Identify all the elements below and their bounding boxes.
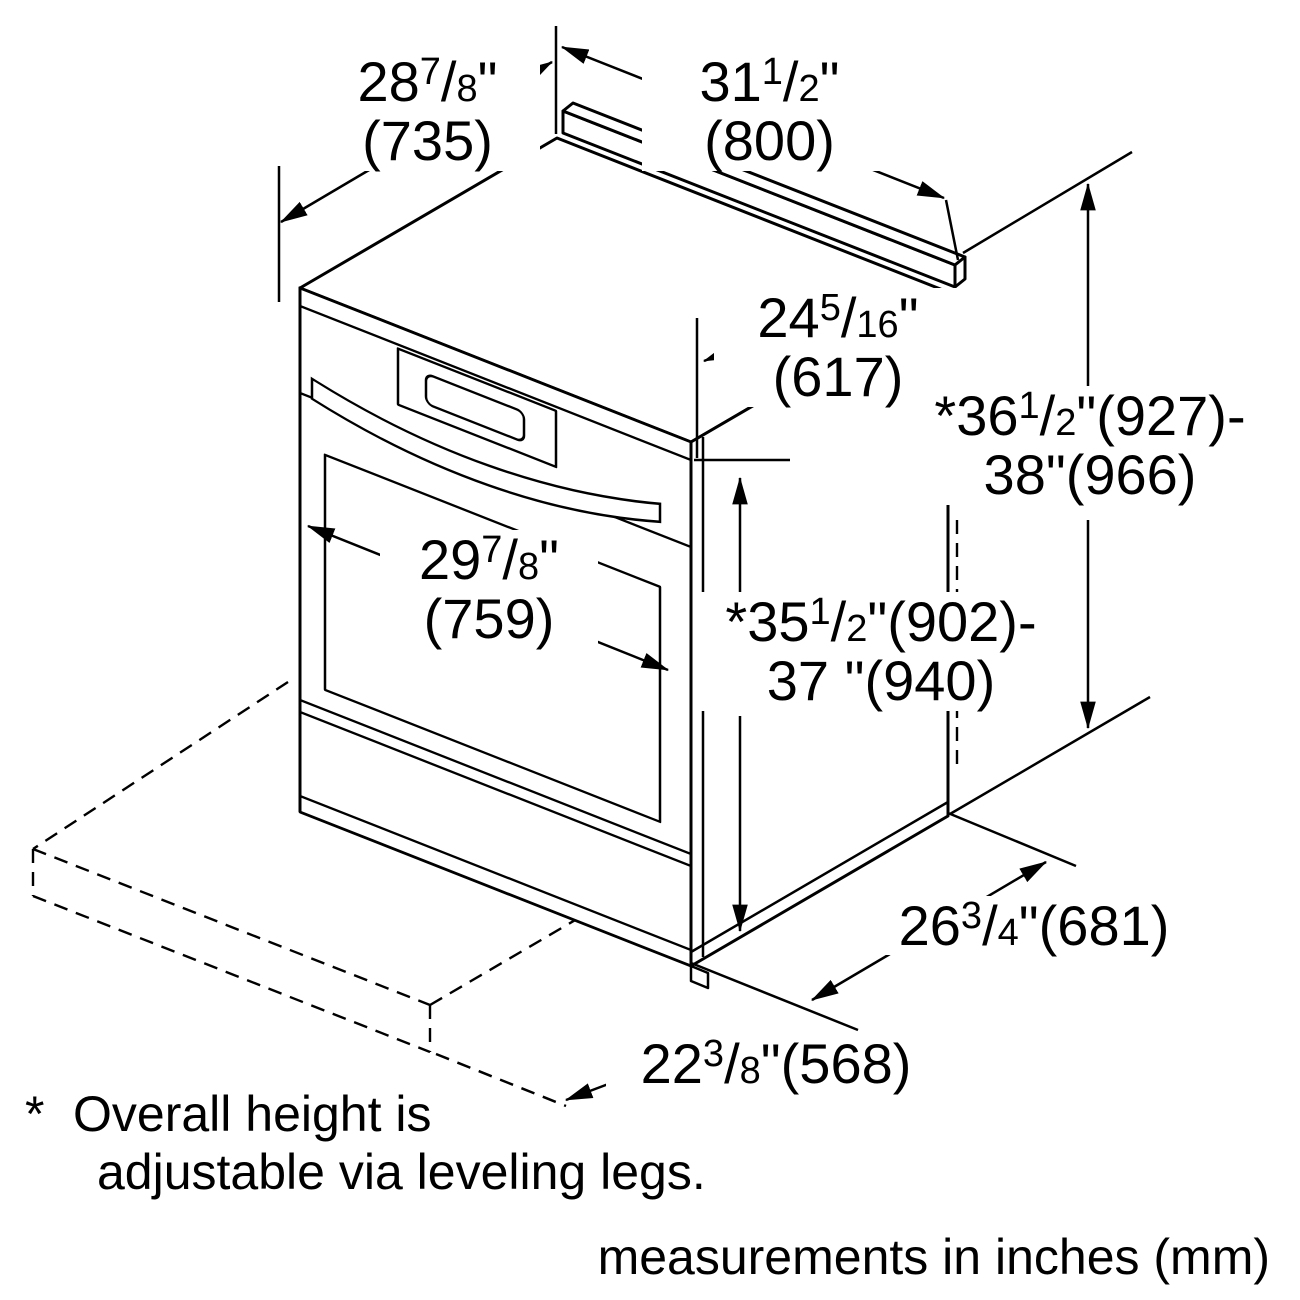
door-handle: [310, 376, 662, 524]
dim-value-mm: (617): [772, 345, 904, 409]
dim-label-overall-height: *361/2"(927)- 38"(966): [922, 386, 1258, 505]
asterisk: *: [25, 1086, 45, 1142]
footnote-leveling-legs: *Overall height is adjustable via leveli…: [25, 1085, 706, 1201]
dim-label-cooktop-depth: 287/8" (735): [315, 52, 540, 171]
footnote-line1: *Overall height is: [25, 1086, 432, 1142]
drawer-gap-top: [300, 698, 691, 856]
dim-value-mm: (759): [423, 587, 555, 651]
drawer-gap-bottom: [300, 710, 691, 868]
dim-label-cooktop-width: 311/2" (800): [642, 52, 897, 171]
dim-value: 311/2": [699, 50, 840, 113]
dim-value: 287/8": [357, 50, 498, 113]
dim-value: *351/2"(902)-: [725, 590, 1037, 653]
control-display-screen: [424, 374, 526, 442]
drawer-bottom-line: [300, 794, 691, 952]
dim-value-max: 38"(966): [983, 443, 1197, 507]
dim-counter-height-arrow: [694, 458, 790, 933]
countertop-cutout-dashed: [31, 680, 578, 1054]
dim-value-mm: (800): [704, 109, 835, 173]
dim-label-counter-height: *351/2"(902)- 37 "(940): [696, 592, 1066, 711]
dim-label-base-depth: 263/4"(681): [868, 894, 1200, 957]
dim-overall-height-arrow: [949, 150, 1151, 816]
dim-label-base-width: 223/8"(568): [606, 1032, 946, 1095]
dim-value-max: 37 "(940): [766, 649, 996, 713]
dim-label-door-width: 297/8" (759): [380, 530, 598, 649]
dim-value: 223/8"(568): [640, 1032, 912, 1095]
dim-value: *361/2"(927)-: [934, 384, 1246, 447]
dim-value: 245/16": [757, 286, 919, 349]
front-foot: [689, 964, 710, 990]
dim-value: 263/4"(681): [898, 894, 1170, 957]
footnote-line2: adjustable via leveling legs.: [97, 1144, 706, 1200]
dim-value-mm: (735): [362, 109, 493, 173]
dim-value: 297/8": [418, 528, 560, 591]
dim-label-cutout-depth: 245/16" (617): [714, 288, 962, 407]
units-note: measurements in inches (mm): [597, 1229, 1270, 1285]
